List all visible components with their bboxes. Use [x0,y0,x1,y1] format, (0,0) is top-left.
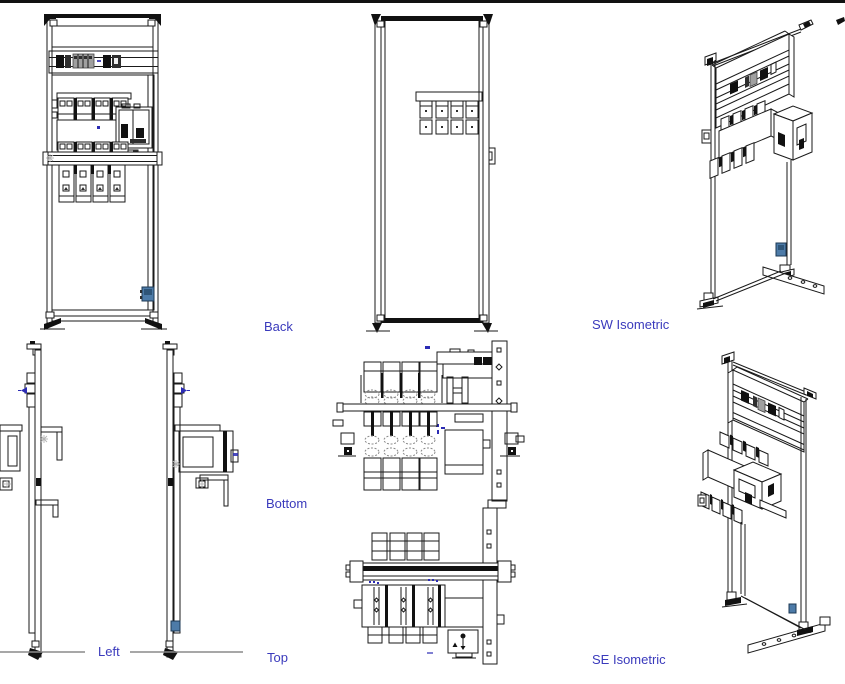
label-sw-isometric: SW Isometric [592,317,670,332]
view-sw-isometric [696,17,845,310]
left-view-blue-component [170,620,181,632]
view-right-partial [0,341,85,660]
bottom-view-blue-marker [425,346,430,349]
view-se-isometric [697,351,831,654]
label-left: Left [98,644,120,659]
right-view-blue-marker [21,387,27,394]
label-bottom: Bottom [266,496,308,511]
sheet-border-line [0,0,845,3]
label-se-isometric: SE Isometric [592,652,666,667]
view-top [345,507,516,665]
top-view-blue-dots [369,579,438,584]
view-back [366,14,498,333]
label-back: Back [264,319,293,334]
view-bottom [332,340,525,509]
label-top: Top [267,650,288,665]
view-left [130,341,243,660]
se-iso-blue-component [788,603,797,614]
left-view-blue-marker [181,387,187,394]
view-front [40,14,167,330]
